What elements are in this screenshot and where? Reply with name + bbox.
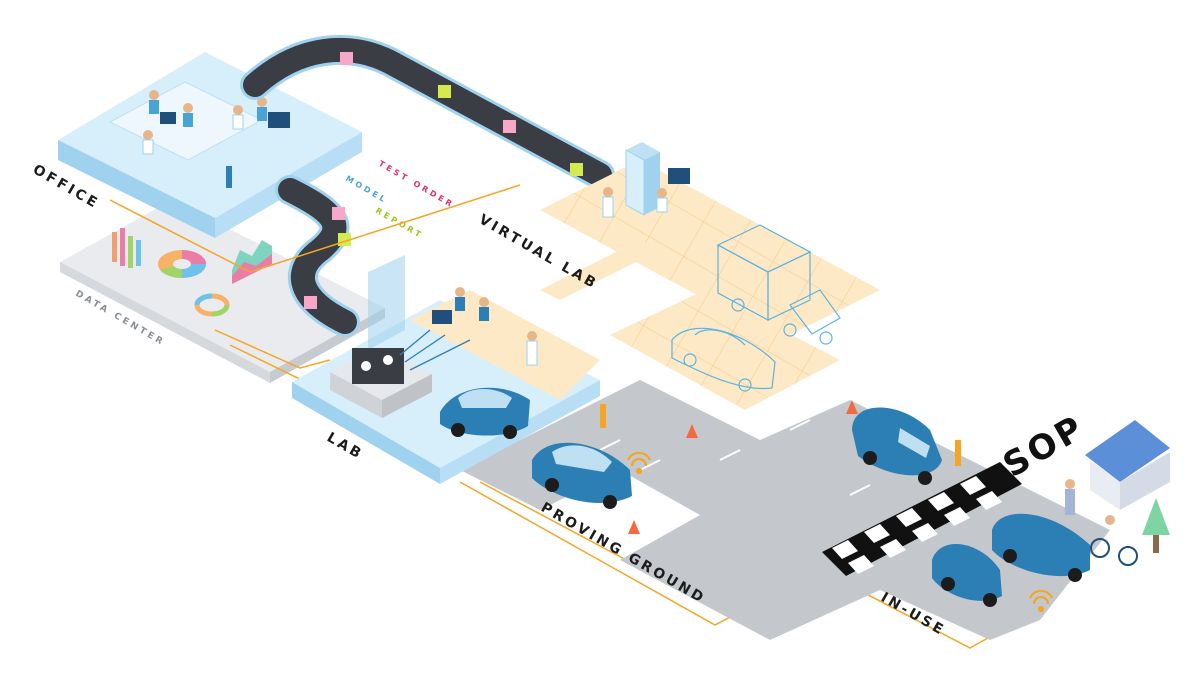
cyclist [1090, 515, 1138, 566]
pedestrian [1065, 479, 1075, 515]
lab-car [440, 387, 530, 439]
bollard [226, 166, 232, 188]
engine-block [330, 346, 432, 418]
monitor-icon [668, 168, 690, 184]
test-order-label: TEST ORDER [377, 159, 456, 210]
car-in-use-2 [992, 513, 1090, 582]
virtual-lab-floor [540, 142, 880, 410]
area-chart-icon [232, 240, 272, 284]
wifi-icon [626, 451, 652, 475]
model-label: MODEL [344, 174, 389, 205]
server-rack-icon [625, 142, 660, 216]
car-in-use-1 [932, 543, 1002, 607]
lab-platform [292, 255, 600, 484]
bollard [955, 440, 961, 466]
monitor-icon [432, 310, 452, 324]
wifi-icon [1028, 589, 1054, 613]
ring-chart-icon [194, 293, 230, 317]
car-wireframe [671, 327, 776, 392]
bollard [600, 404, 606, 428]
car-proving-ground [532, 442, 632, 509]
tree-icon [1142, 498, 1170, 553]
house-icon [1085, 420, 1170, 510]
van [852, 407, 942, 485]
monitor-icon [268, 112, 290, 128]
monitor-icon [160, 112, 176, 124]
traffic-cone-icon [628, 400, 858, 534]
truck-wireframe [716, 224, 841, 345]
donut-chart-icon [158, 250, 206, 279]
bar-chart-icon [112, 228, 141, 268]
finish-line [822, 462, 1022, 576]
sop-label: SOP [997, 407, 1093, 485]
